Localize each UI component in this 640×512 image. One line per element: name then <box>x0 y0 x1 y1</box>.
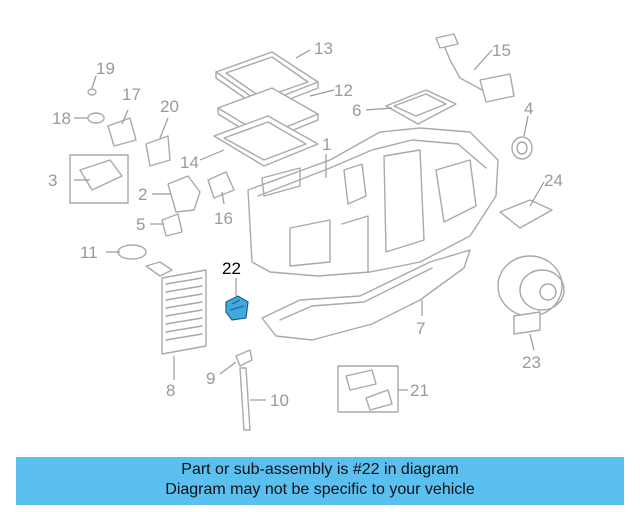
part-19-o-ring <box>87 88 97 96</box>
part-14-filter-tray <box>213 115 319 167</box>
info-banner: Part or sub-assembly is #22 in diagram D… <box>16 457 624 505</box>
callout-8: 8 <box>166 381 175 400</box>
callout-2: 2 <box>138 185 147 204</box>
parts-diagram: 13 12 14 1 6 15 4 24 2 5 11 3 16 17 18 1… <box>48 33 565 431</box>
callout-19: 19 <box>96 59 115 78</box>
part-20-cover <box>145 135 171 167</box>
callout-4: 4 <box>524 99 533 118</box>
banner-line-2: Diagram may not be specific to your vehi… <box>165 481 475 498</box>
part-22-switch <box>225 295 249 321</box>
callout-12: 12 <box>334 81 353 100</box>
part-11-seal <box>117 244 147 260</box>
part-6-outlet <box>385 89 457 125</box>
leader-lines <box>74 49 545 401</box>
part-13-filter-frame <box>215 51 319 111</box>
part-5-bracket <box>161 213 183 237</box>
callout-5: 5 <box>136 215 145 234</box>
part-21-assembly <box>337 365 399 413</box>
callout-23: 23 <box>522 353 541 372</box>
part-15-harness <box>435 33 515 103</box>
callout-22: 22 <box>222 259 241 278</box>
part-17-bracket <box>107 117 137 147</box>
part-24-actuator <box>499 199 553 229</box>
part-1-heater-case <box>247 127 499 277</box>
part-23-blower-motor <box>497 255 565 335</box>
part-7-lower-duct <box>261 249 471 341</box>
callout-1: 1 <box>322 135 331 154</box>
callout-7: 7 <box>416 319 425 338</box>
part-18-o-ring <box>87 112 105 124</box>
callout-6: 6 <box>352 101 361 120</box>
part-3-assembly <box>69 154 129 204</box>
part-2-actuator <box>167 175 201 213</box>
callout-21: 21 <box>410 381 429 400</box>
callout-14: 14 <box>180 153 199 172</box>
callout-16: 16 <box>214 209 233 228</box>
callout-13: 13 <box>314 39 333 58</box>
part-4-grommet <box>511 136 533 160</box>
part-16-sensor <box>207 171 235 199</box>
part-8-heater-core <box>145 261 207 355</box>
callout-3: 3 <box>48 171 57 190</box>
part-10-drain-tube <box>239 367 251 431</box>
callout-17: 17 <box>122 85 141 104</box>
part-9-clip <box>235 349 253 367</box>
callout-18: 18 <box>52 109 71 128</box>
callout-15: 15 <box>492 41 511 60</box>
callout-10: 10 <box>270 391 289 410</box>
callout-20: 20 <box>160 97 179 116</box>
callout-9: 9 <box>206 369 215 388</box>
banner-line-1: Part or sub-assembly is #22 in diagram <box>181 461 459 478</box>
callout-11: 11 <box>80 243 98 262</box>
callout-24: 24 <box>544 171 563 190</box>
